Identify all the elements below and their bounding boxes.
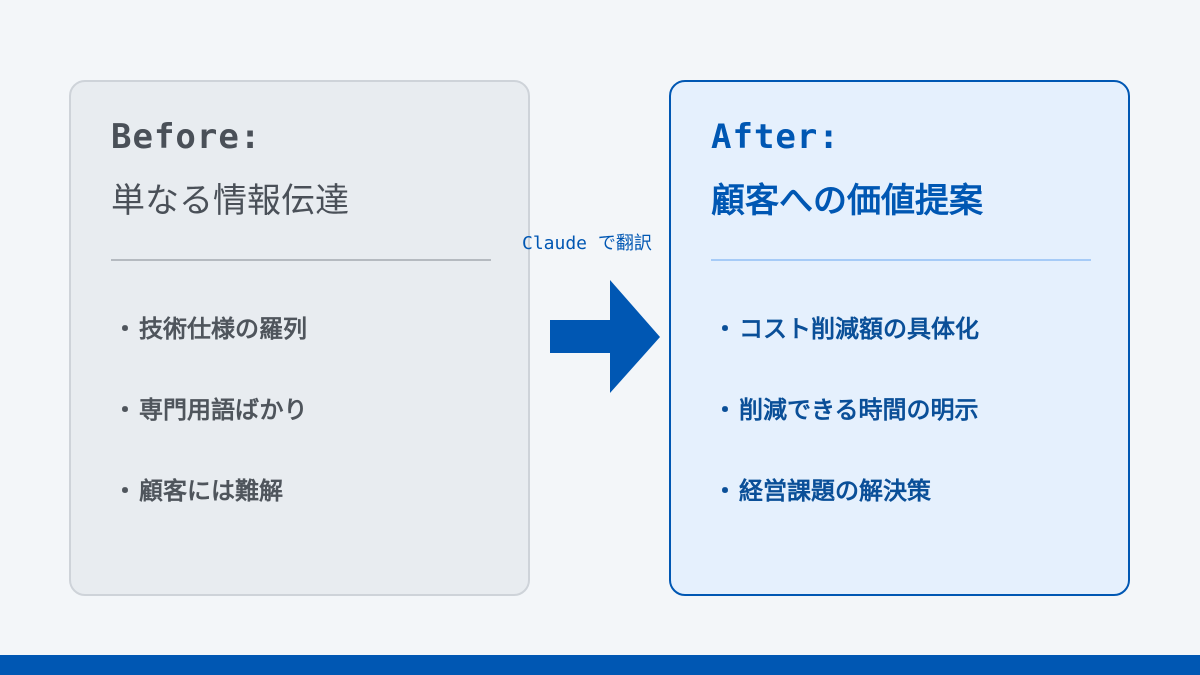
before-label: Before: (111, 117, 262, 157)
list-item: ・ 削減できる時間の明示 (711, 394, 1088, 426)
list-item-text: 経営課題の解決策 (739, 477, 931, 505)
after-card: After: 顧客への価値提案 ・ コスト削減額の具体化 ・ 削減できる時間の明… (669, 80, 1130, 596)
before-heading: 単なる情報伝達 (111, 181, 349, 221)
arrow-right-icon (550, 280, 660, 393)
bullet-icon: ・ (713, 396, 737, 424)
after-heading: 顧客への価値提案 (711, 181, 983, 221)
after-divider (711, 259, 1091, 261)
bullet-icon: ・ (713, 315, 737, 343)
bullet-icon: ・ (113, 315, 137, 343)
after-label: After: (711, 117, 840, 157)
list-item-text: 顧客には難解 (139, 477, 283, 505)
list-item: ・ 顧客には難解 (111, 475, 488, 507)
bullet-icon: ・ (713, 477, 737, 505)
list-item-text: コスト削減額の具体化 (739, 315, 979, 343)
list-item: ・ コスト削減額の具体化 (711, 313, 1088, 345)
before-list: ・ 技術仕様の羅列 ・ 専門用語ばかり ・ 顧客には難解 (111, 313, 488, 507)
bullet-icon: ・ (113, 396, 137, 424)
list-item-text: 技術仕様の羅列 (139, 315, 307, 343)
bottom-accent-bar (0, 655, 1200, 675)
before-card: Before: 単なる情報伝達 ・ 技術仕様の羅列 ・ 専門用語ばかり ・ 顧客… (69, 80, 530, 596)
list-item-text: 削減できる時間の明示 (739, 396, 979, 424)
list-item: ・ 専門用語ばかり (111, 394, 488, 426)
after-list: ・ コスト削減額の具体化 ・ 削減できる時間の明示 ・ 経営課題の解決策 (711, 313, 1088, 507)
list-item: ・ 経営課題の解決策 (711, 475, 1088, 507)
list-item: ・ 技術仕様の羅列 (111, 313, 488, 345)
before-divider (111, 259, 491, 261)
translate-label: Claude で翻訳 (522, 233, 652, 254)
list-item-text: 専門用語ばかり (139, 396, 308, 424)
bullet-icon: ・ (113, 477, 137, 505)
